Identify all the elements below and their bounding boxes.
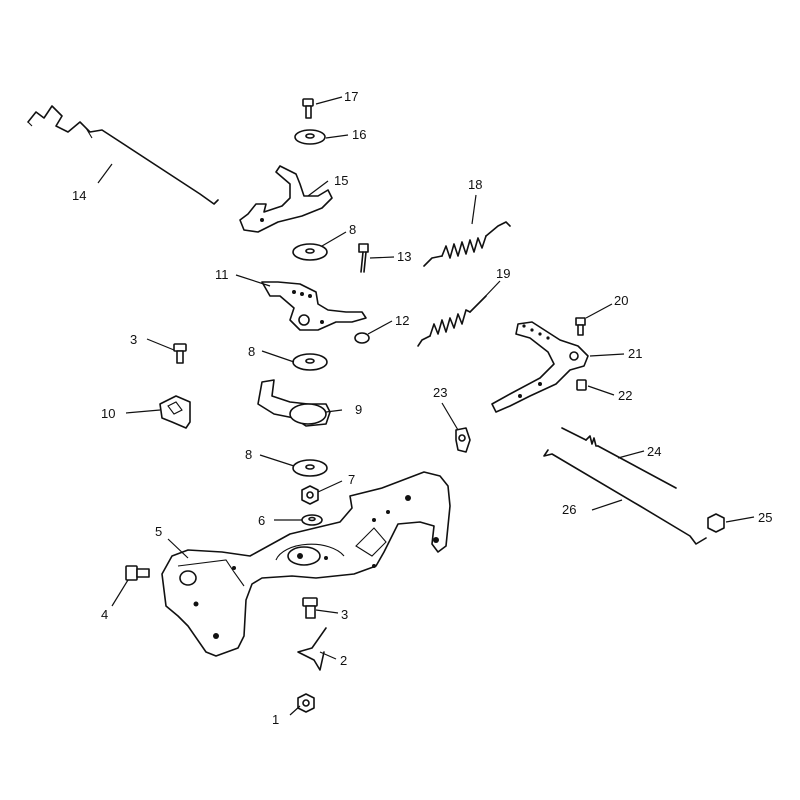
callout-8a: 8: [349, 222, 356, 237]
callout-3b: 3: [341, 607, 348, 622]
part-washer-8-lower: [292, 459, 328, 477]
part-nut-22: [576, 379, 587, 391]
callout-17: 17: [344, 89, 358, 104]
callout-4: 4: [101, 607, 108, 622]
part-spring-19: [417, 295, 487, 347]
callout-2: 2: [340, 653, 347, 668]
callout-21: 21: [628, 346, 642, 361]
callout-19: 19: [496, 266, 510, 281]
callout-18: 18: [468, 177, 482, 192]
part-cable-rod-24: [561, 427, 677, 489]
callout-14: 14: [72, 188, 86, 203]
callout-22: 22: [618, 388, 632, 403]
callout-25: 25: [758, 510, 772, 525]
callout-16: 16: [352, 127, 366, 142]
part-throttle-lever-21: [491, 321, 589, 413]
callout-8b: 8: [248, 344, 255, 359]
part-bolt-4: [125, 565, 150, 581]
callout-1: 1: [272, 712, 279, 727]
callout-5: 5: [155, 524, 162, 539]
callout-12: 12: [395, 313, 409, 328]
callout-11: 11: [215, 267, 229, 282]
part-link-rod-26: [543, 449, 707, 545]
part-washer-6: [301, 514, 323, 526]
callout-15: 15: [334, 173, 348, 188]
part-control-lever-15: [239, 165, 333, 233]
part-nut-25: [707, 513, 725, 533]
part-plate-9: [257, 379, 331, 427]
callout-26: 26: [562, 502, 576, 517]
part-governor-rod: [27, 105, 219, 205]
callout-9: 9: [355, 402, 362, 417]
leader-lines: [97, 96, 755, 716]
callout-20: 20: [614, 293, 628, 308]
part-lever-11: [261, 281, 367, 331]
callout-8c: 8: [245, 447, 252, 462]
callout-10: 10: [101, 406, 115, 421]
part-washer-16: [294, 129, 326, 145]
part-screw-13: [358, 243, 369, 273]
part-nut-1: [297, 693, 315, 713]
part-washer-8-top: [292, 243, 328, 261]
callout-7: 7: [348, 472, 355, 487]
part-bolt-3-upper: [173, 343, 187, 364]
part-clip-10: [159, 395, 191, 429]
part-bolt-17: [302, 98, 314, 119]
part-nut-12: [354, 332, 370, 344]
callout-6: 6: [258, 513, 265, 528]
part-clamp-23: [455, 427, 471, 453]
part-nut-7: [301, 485, 319, 505]
callout-23: 23: [433, 385, 447, 400]
callout-labels: 17 16 15 8 13 11 12 3 8 10 9 8 7 6 5 4 3…: [72, 89, 772, 727]
callout-3a: 3: [130, 332, 137, 347]
part-bolt-3-lower: [302, 597, 318, 619]
callout-24: 24: [647, 444, 661, 459]
part-spring-clip-2: [297, 627, 327, 671]
part-screw-20: [575, 317, 586, 336]
part-washer-8-middle: [292, 353, 328, 371]
part-spring-18: [423, 221, 511, 267]
callout-13: 13: [397, 249, 411, 264]
part-control-bracket-5: [161, 471, 451, 657]
